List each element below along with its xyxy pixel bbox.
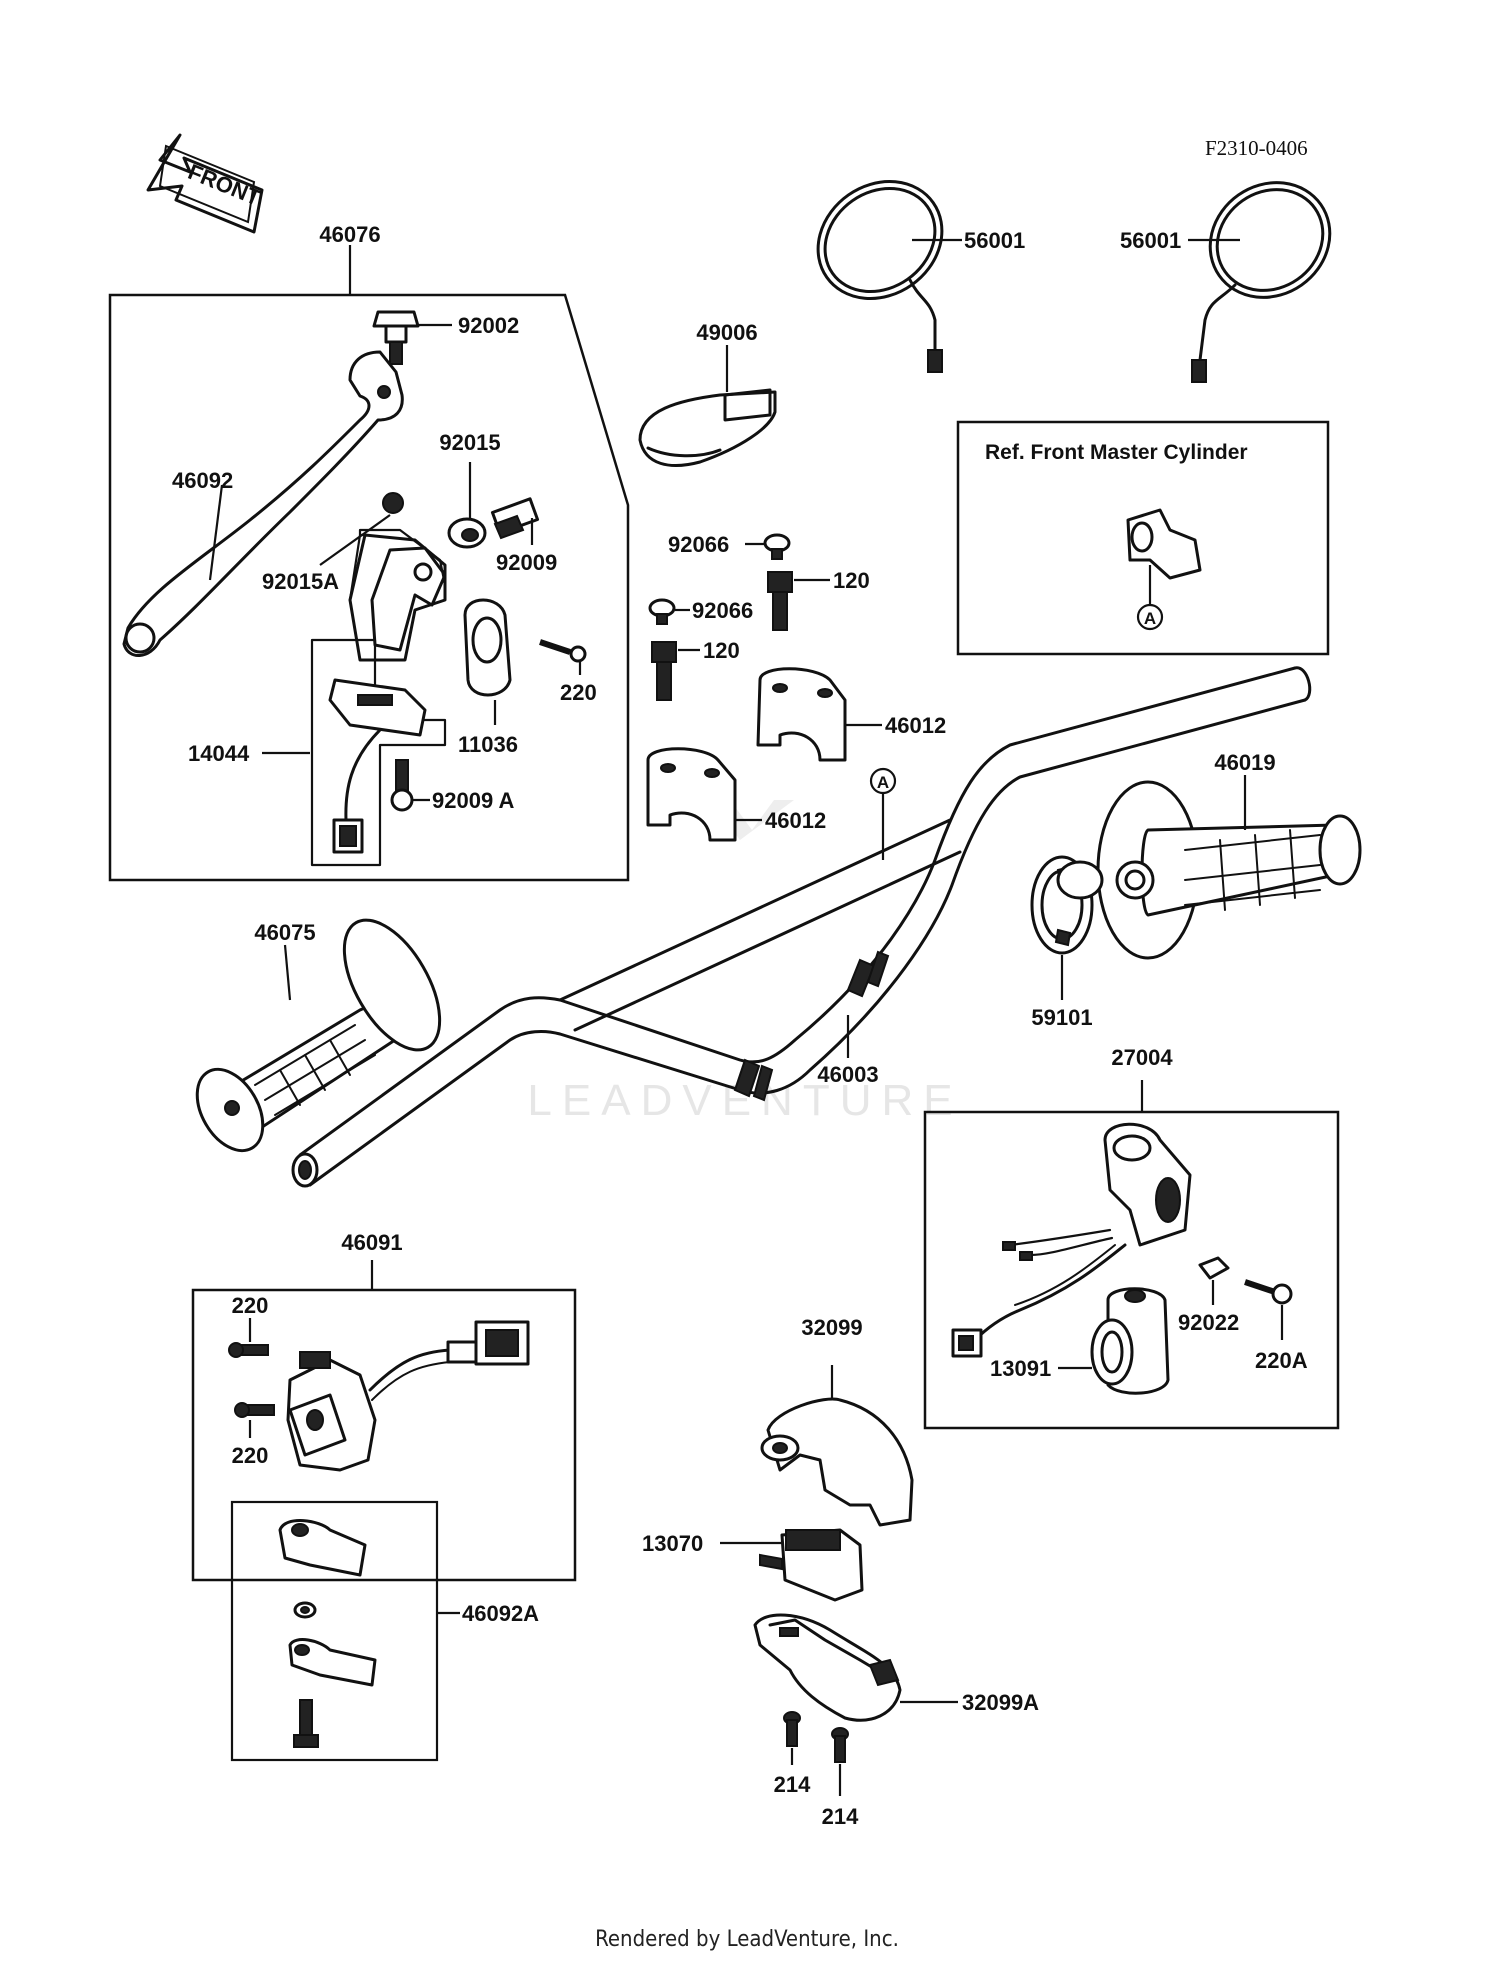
label-92009: 92009 <box>496 550 557 575</box>
label-49006: 49006 <box>696 320 757 345</box>
label-220A: 220A <box>1255 1348 1308 1373</box>
label-92015: 92015 <box>439 430 500 455</box>
bar-reference-mark: A <box>877 773 889 792</box>
grip-right-46019 <box>1096 780 1362 960</box>
label-214-right: 214 <box>822 1804 859 1829</box>
label-32099A: 32099A <box>962 1690 1039 1715</box>
plug-92066-top <box>763 533 791 560</box>
label-120-top: 120 <box>833 568 870 593</box>
lever-kit-46092a <box>278 1519 377 1748</box>
label-46091: 46091 <box>341 1230 402 1255</box>
bolt-120-bottom <box>651 641 677 701</box>
label-92009A: 92009 A <box>432 788 514 813</box>
reference-note: Ref. Front Master Cylinder <box>985 441 1248 464</box>
holder-46012-upper <box>756 667 847 762</box>
label-92015A: 92015A <box>262 569 339 594</box>
bolt-92002 <box>372 310 420 365</box>
label-13070: 13070 <box>642 1531 703 1556</box>
housing-upper-32099 <box>760 1397 914 1527</box>
plug-92066-bottom <box>648 598 676 625</box>
pulley-59101 <box>1030 855 1104 955</box>
mirror-right-56001 <box>1191 181 1332 383</box>
reference-mark: A <box>1144 609 1156 628</box>
label-46092: 46092 <box>172 468 233 493</box>
label-92066-bottom: 92066 <box>692 598 753 623</box>
screw-220-lever <box>539 639 587 663</box>
nut-92015a <box>382 492 404 514</box>
reference-box: Ref. Front Master Cylinder A <box>956 420 1330 656</box>
knurl-bands <box>733 950 890 1102</box>
label-56001-left: 56001 <box>964 228 1025 253</box>
label-120-bottom: 120 <box>703 638 740 663</box>
drawing-code: F2310-0406 <box>1205 136 1308 160</box>
label-14044: 14044 <box>188 741 250 766</box>
label-92002: 92002 <box>458 313 519 338</box>
switch-14044 <box>328 678 427 854</box>
screw-92009a <box>390 759 414 812</box>
holder-46012-lower <box>646 747 737 842</box>
screw-220-switch-top <box>228 1342 269 1358</box>
label-46076: 46076 <box>319 222 380 247</box>
clamp-11036 <box>463 598 512 697</box>
screw-214-left <box>783 1711 801 1747</box>
label-92066-top: 92066 <box>668 532 729 557</box>
label-92022: 92022 <box>1178 1310 1239 1335</box>
washer-92015 <box>447 517 487 549</box>
mirror-left-56001 <box>816 180 944 373</box>
label-56001-right: 56001 <box>1120 228 1181 253</box>
bolt-120-top <box>767 571 793 631</box>
label-46012-upper: 46012 <box>885 713 946 738</box>
front-arrow-icon: FRONT <box>146 133 265 234</box>
label-32099: 32099 <box>801 1315 862 1340</box>
label-220-lever: 220 <box>560 680 597 705</box>
switch-13070 <box>759 1528 864 1602</box>
label-46003: 46003 <box>817 1062 878 1087</box>
label-13091: 13091 <box>990 1356 1051 1381</box>
cover-49006 <box>638 388 777 467</box>
label-46019: 46019 <box>1214 750 1275 775</box>
screw-220-switch-bottom <box>234 1402 275 1418</box>
footer-credit: Rendered by LeadVenture, Inc. <box>595 1927 899 1952</box>
label-11036: 11036 <box>458 732 518 757</box>
label-220-switch-top: 220 <box>232 1293 269 1318</box>
screw-214-right <box>831 1727 849 1763</box>
switch-group-27004: 27004 92022 220A 13091 <box>923 1045 1340 1430</box>
front-arrow-label: FRONT <box>185 159 265 211</box>
clutch-lever-46092 <box>122 350 404 657</box>
lever-bracket <box>348 533 447 662</box>
label-220-switch-bottom: 220 <box>232 1443 269 1468</box>
housing-lower-32099A <box>753 1613 902 1722</box>
label-214-left: 214 <box>774 1772 811 1797</box>
handlebar-46003 <box>291 666 1312 1188</box>
label-27004: 27004 <box>1111 1045 1173 1070</box>
switch-group-46091: 46091 220 220 <box>191 1230 577 1762</box>
label-46075: 46075 <box>254 920 315 945</box>
label-46092A: 46092A <box>462 1601 539 1626</box>
label-59101: 59101 <box>1031 1005 1092 1030</box>
adjuster-92009 <box>490 497 540 540</box>
label-46012-lower: 46012 <box>765 808 826 833</box>
lever-assembly-group: 46076 92002 46092 92015A 92015 <box>108 222 630 882</box>
grip-left-46075 <box>195 918 442 1153</box>
